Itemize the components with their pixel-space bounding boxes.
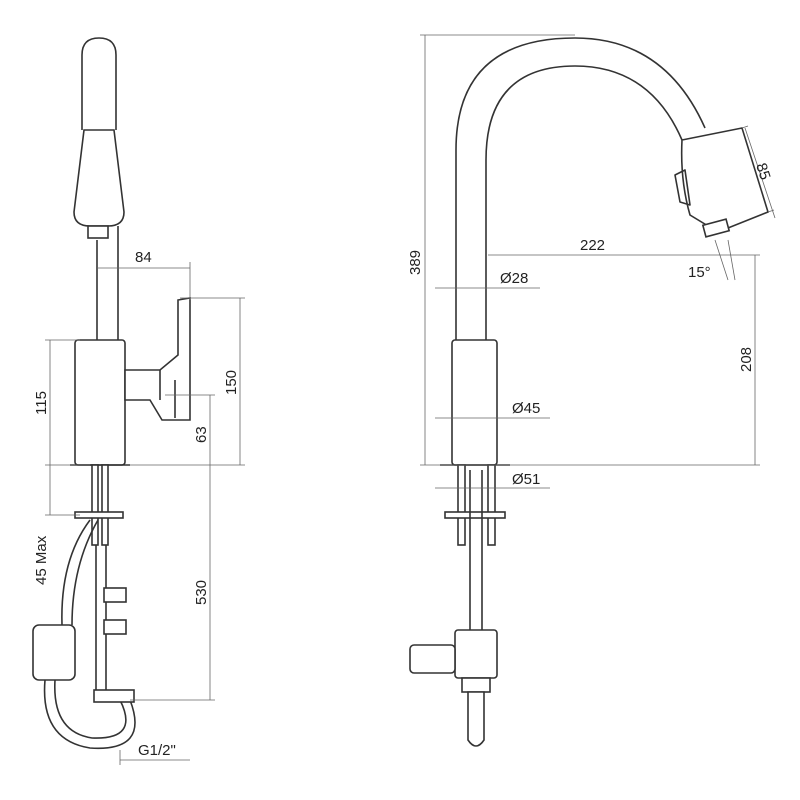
hose-loop — [43, 679, 136, 750]
front-view — [409, 37, 769, 747]
pullout-hose — [61, 519, 99, 626]
dim-body-height: 115 — [33, 391, 50, 415]
mounting-plate — [74, 511, 124, 519]
dim-counter-thickness: 45 Max — [33, 535, 50, 585]
spout-tube — [96, 226, 119, 340]
shank — [91, 464, 99, 546]
side-dimensions — [45, 262, 245, 765]
side-view — [32, 37, 191, 750]
dim-hose-length: 530 — [193, 580, 210, 605]
dim-handle-height: 150 — [223, 370, 240, 395]
spray-head — [73, 129, 125, 227]
spray-button — [674, 169, 691, 206]
valve-block — [454, 629, 498, 679]
dim-outlet-height: 208 — [738, 347, 755, 372]
dim-total-height: 389 — [407, 250, 424, 275]
handle-detail — [159, 370, 176, 418]
spray-nozzle — [701, 218, 731, 238]
mounting-plate — [444, 511, 506, 519]
hose-fitting — [103, 587, 127, 603]
hose — [469, 470, 483, 630]
dim-handle-axis: 63 — [193, 426, 210, 443]
spout-top — [81, 37, 117, 130]
faucet-body — [74, 339, 126, 466]
dim-reach: 222 — [580, 237, 605, 254]
valve-inlet — [409, 644, 456, 674]
thread-connector — [93, 689, 135, 703]
spray-head — [680, 127, 769, 233]
dim-handle-reach: 84 — [135, 249, 152, 266]
dim-angle: 15° — [688, 264, 711, 281]
valve-outlet — [467, 691, 485, 747]
shank — [457, 464, 466, 546]
faucet-body — [451, 339, 498, 466]
hose-weight — [32, 624, 76, 681]
dim-spout-diameter: Ø28 — [500, 270, 528, 287]
dim-spray-head: 85 — [752, 161, 773, 182]
front-dimensions — [420, 34, 776, 489]
hose-fitting — [103, 619, 127, 635]
shank — [101, 464, 109, 546]
dim-thread: G1/2" — [138, 742, 176, 759]
spout-arc — [455, 37, 706, 340]
shank — [487, 464, 496, 546]
valve-nut — [461, 677, 491, 693]
handle-lever — [124, 297, 191, 421]
dim-body-diameter: Ø45 — [512, 400, 540, 417]
spray-nozzle — [87, 225, 109, 239]
dim-base-diameter: Ø51 — [512, 471, 540, 488]
